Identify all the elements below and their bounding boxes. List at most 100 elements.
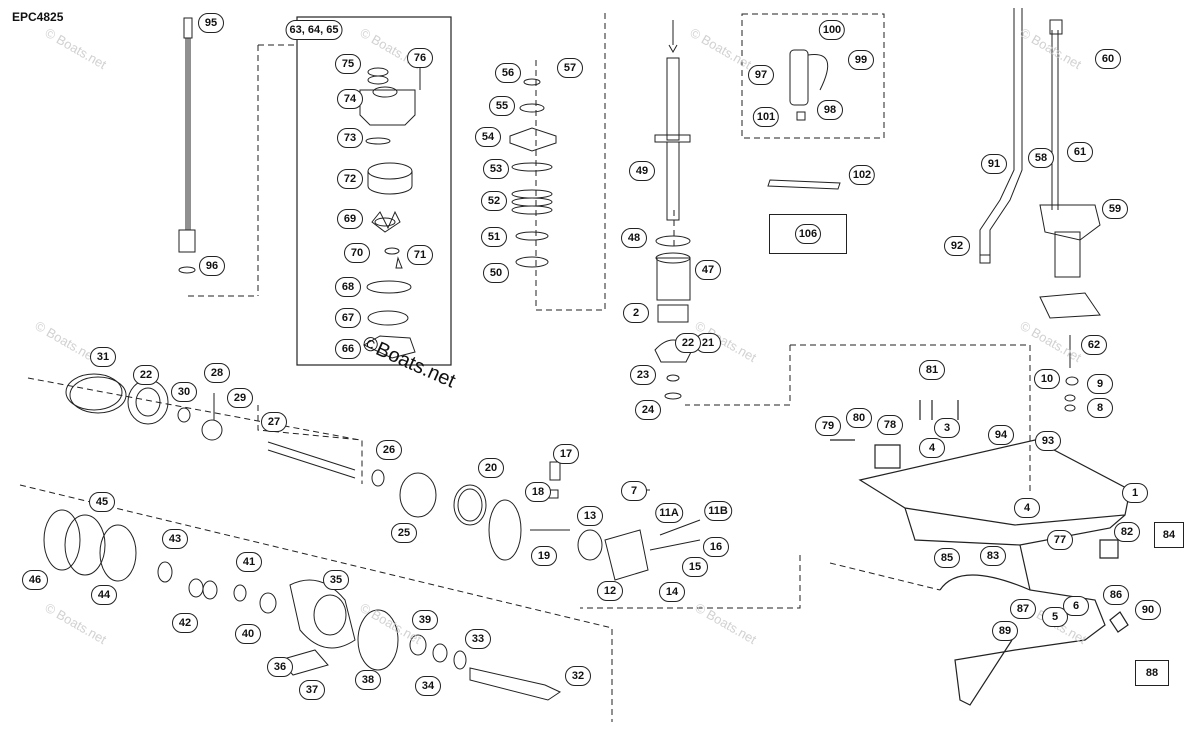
callout-15[interactable]: 15: [682, 557, 708, 577]
boxed-ref-84[interactable]: 84: [1154, 522, 1184, 548]
callout-59[interactable]: 59: [1102, 199, 1128, 219]
callout-79[interactable]: 79: [815, 416, 841, 436]
callout-20[interactable]: 20: [478, 458, 504, 478]
callout-1[interactable]: 1: [1122, 483, 1148, 503]
callout-57[interactable]: 57: [557, 58, 583, 78]
callout-19[interactable]: 19: [531, 546, 557, 566]
callout-27[interactable]: 27: [261, 412, 287, 432]
callout-67[interactable]: 67: [335, 308, 361, 328]
callout-4[interactable]: 4: [919, 438, 945, 458]
callout-97[interactable]: 97: [748, 65, 774, 85]
callout-63-64-65[interactable]: 63, 64, 65: [285, 20, 343, 40]
callout-75[interactable]: 75: [335, 54, 361, 74]
callout-58[interactable]: 58: [1028, 148, 1054, 168]
callout-6[interactable]: 6: [1063, 596, 1089, 616]
callout-56[interactable]: 56: [495, 63, 521, 83]
callout-55[interactable]: 55: [489, 96, 515, 116]
callout-80[interactable]: 80: [846, 408, 872, 428]
callout-82[interactable]: 82: [1114, 522, 1140, 542]
callout-31[interactable]: 31: [90, 347, 116, 367]
callout-41[interactable]: 41: [236, 552, 262, 572]
callout-44[interactable]: 44: [91, 585, 117, 605]
callout-96[interactable]: 96: [199, 256, 225, 276]
callout-61[interactable]: 61: [1067, 142, 1093, 162]
callout-69[interactable]: 69: [337, 209, 363, 229]
callout-24[interactable]: 24: [635, 400, 661, 420]
callout-54[interactable]: 54: [475, 127, 501, 147]
callout-14[interactable]: 14: [659, 582, 685, 602]
callout-86[interactable]: 86: [1103, 585, 1129, 605]
callout-48[interactable]: 48: [621, 228, 647, 248]
callout-87[interactable]: 87: [1010, 599, 1036, 619]
callout-7[interactable]: 7: [621, 481, 647, 501]
callout-50[interactable]: 50: [483, 263, 509, 283]
callout-3[interactable]: 3: [934, 418, 960, 438]
callout-95[interactable]: 95: [198, 13, 224, 33]
callout-81[interactable]: 81: [919, 360, 945, 380]
callout-52[interactable]: 52: [481, 191, 507, 211]
callout-49[interactable]: 49: [629, 161, 655, 181]
callout-102[interactable]: 102: [848, 165, 876, 185]
callout-83[interactable]: 83: [980, 546, 1006, 566]
callout-78[interactable]: 78: [877, 415, 903, 435]
callout-38[interactable]: 38: [355, 670, 381, 690]
callout-72[interactable]: 72: [337, 169, 363, 189]
callout-76[interactable]: 76: [407, 48, 433, 68]
callout-53[interactable]: 53: [483, 159, 509, 179]
callout-32[interactable]: 32: [565, 666, 591, 686]
callout-60[interactable]: 60: [1095, 49, 1121, 69]
callout-90[interactable]: 90: [1135, 600, 1161, 620]
callout-18[interactable]: 18: [525, 482, 551, 502]
callout-68[interactable]: 68: [335, 277, 361, 297]
callout-16[interactable]: 16: [703, 537, 729, 557]
callout-9[interactable]: 9: [1087, 374, 1113, 394]
callout-51[interactable]: 51: [481, 227, 507, 247]
callout-70[interactable]: 70: [344, 243, 370, 263]
callout-77[interactable]: 77: [1047, 530, 1073, 550]
callout-8[interactable]: 8: [1087, 398, 1113, 418]
callout-46[interactable]: 46: [22, 570, 48, 590]
callout-36[interactable]: 36: [267, 657, 293, 677]
callout-40[interactable]: 40: [235, 624, 261, 644]
callout-89[interactable]: 89: [992, 621, 1018, 641]
callout-37[interactable]: 37: [299, 680, 325, 700]
callout-71[interactable]: 71: [407, 245, 433, 265]
callout-17[interactable]: 17: [553, 444, 579, 464]
callout-28[interactable]: 28: [204, 363, 230, 383]
callout-30[interactable]: 30: [171, 382, 197, 402]
callout-94[interactable]: 94: [988, 425, 1014, 445]
callout-29[interactable]: 29: [227, 388, 253, 408]
callout-12[interactable]: 12: [597, 581, 623, 601]
callout-34[interactable]: 34: [415, 676, 441, 696]
callout-43[interactable]: 43: [162, 529, 188, 549]
callout-100[interactable]: 100: [818, 20, 846, 40]
callout-5[interactable]: 5: [1042, 607, 1068, 627]
callout-66[interactable]: 66: [335, 339, 361, 359]
callout-62[interactable]: 62: [1081, 335, 1107, 355]
callout-23[interactable]: 23: [630, 365, 656, 385]
callout-25[interactable]: 25: [391, 523, 417, 543]
callout-39[interactable]: 39: [412, 610, 438, 630]
callout-22[interactable]: 22: [133, 365, 159, 385]
callout-91[interactable]: 91: [981, 154, 1007, 174]
callout-42[interactable]: 42: [172, 613, 198, 633]
boxed-ref-88[interactable]: 88: [1135, 660, 1169, 686]
callout-4[interactable]: 4: [1014, 498, 1040, 518]
callout-99[interactable]: 99: [848, 50, 874, 70]
callout-73[interactable]: 73: [337, 128, 363, 148]
callout-2[interactable]: 2: [623, 303, 649, 323]
callout-26[interactable]: 26: [376, 440, 402, 460]
callout-98[interactable]: 98: [817, 100, 843, 120]
callout-47[interactable]: 47: [695, 260, 721, 280]
callout-35[interactable]: 35: [323, 570, 349, 590]
callout-74[interactable]: 74: [337, 89, 363, 109]
callout-92[interactable]: 92: [944, 236, 970, 256]
callout-13[interactable]: 13: [577, 506, 603, 526]
callout-93[interactable]: 93: [1035, 431, 1061, 451]
callout-10[interactable]: 10: [1034, 369, 1060, 389]
callout-101[interactable]: 101: [752, 107, 780, 127]
callout-33[interactable]: 33: [465, 629, 491, 649]
callout-85[interactable]: 85: [934, 548, 960, 568]
boxed-ref-106[interactable]: 106: [769, 214, 847, 254]
callout-11b[interactable]: 11B: [704, 501, 732, 521]
